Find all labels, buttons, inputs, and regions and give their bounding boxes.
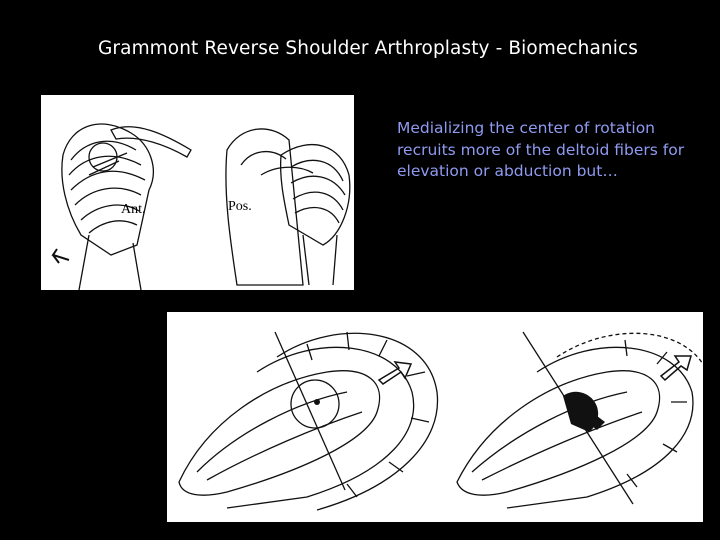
posterior-label: Pos. xyxy=(228,199,252,214)
slide-title: Grammont Reverse Shoulder Arthroplasty -… xyxy=(97,38,639,59)
moment-arm-drawing xyxy=(178,331,703,511)
moment-arm-diagram xyxy=(167,312,703,522)
shoulder-deltoid-illustration: Ant. Pos. xyxy=(41,95,354,290)
shoulder-deltoid-drawing xyxy=(51,123,351,290)
anterior-label: Ant. xyxy=(121,202,146,217)
medialization-note: Medializing the center of rotation recru… xyxy=(397,119,685,180)
